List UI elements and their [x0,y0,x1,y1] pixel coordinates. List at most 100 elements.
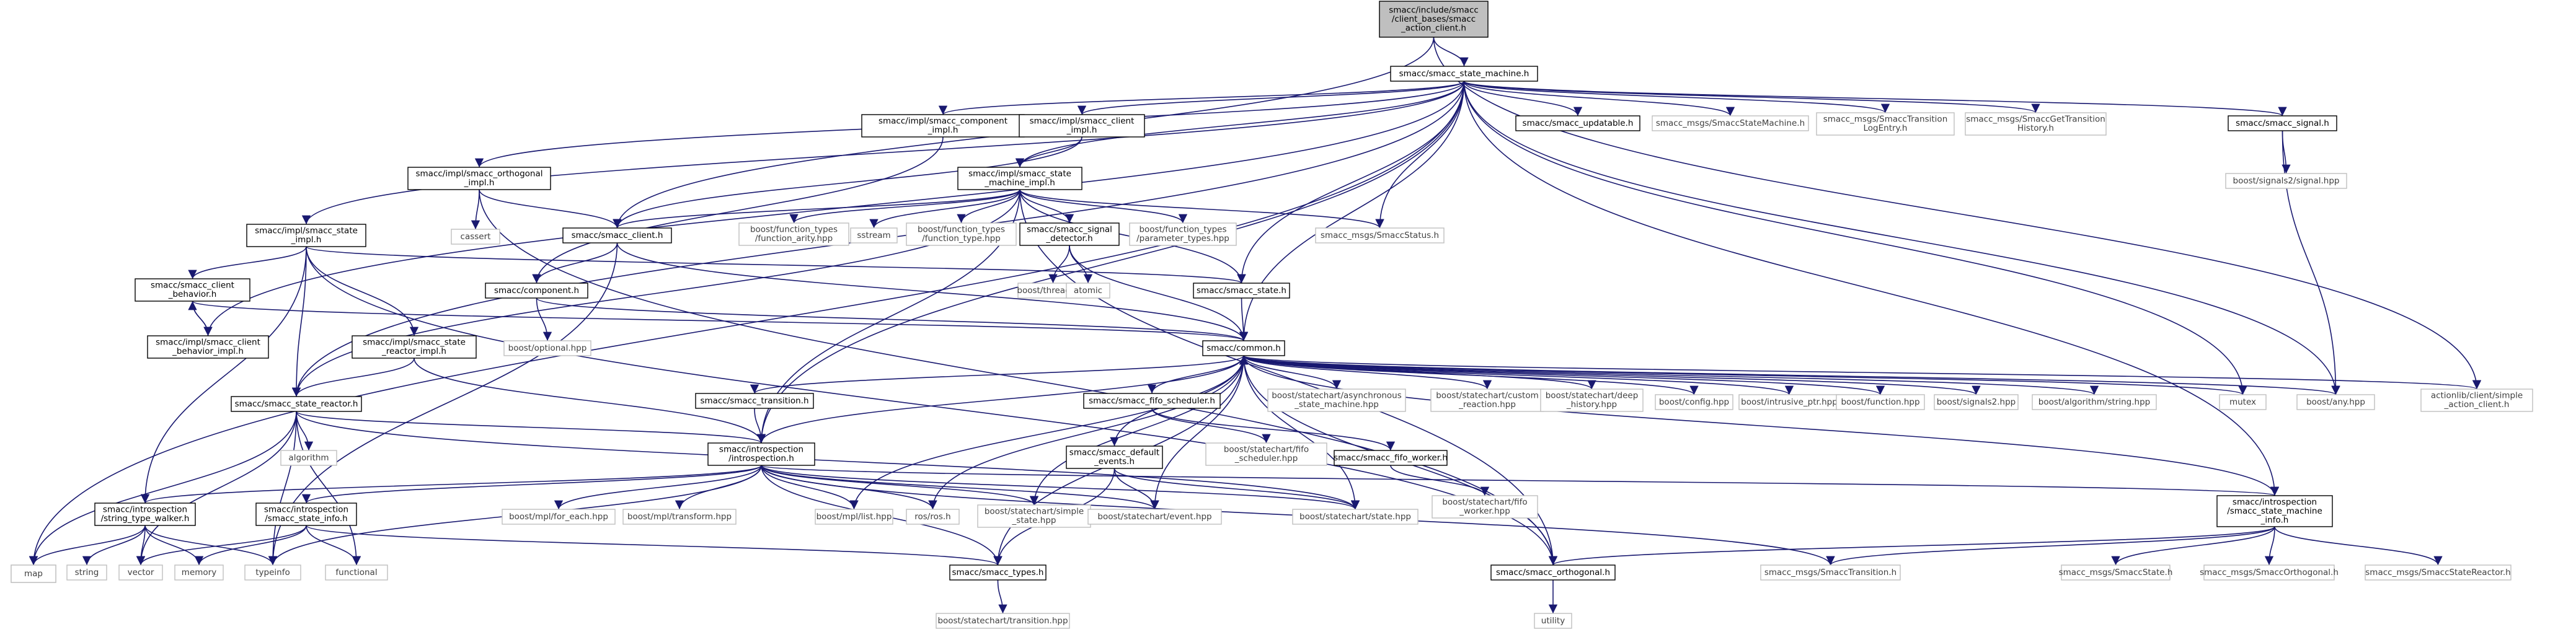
node-mutex: mutex [2219,394,2267,410]
edge-smacc_client-to-common [616,242,1249,341]
node-client-behavior-impl[interactable]: smacc/impl/smacc_client_behavior_impl.h [147,335,269,359]
node-string-type-walker[interactable]: smacc/introspection/string_type_walker.h [94,503,196,526]
node-state-impl[interactable]: smacc/impl/smacc_state_impl.h [246,224,366,247]
node-smacc-types[interactable]: smacc/smacc_types.h [949,564,1047,581]
node-box [1129,222,1237,246]
node-smacc-component[interactable]: smacc/component.h [485,283,588,299]
node-default-events[interactable]: smacc/smacc_default_events.h [1066,445,1163,469]
node-label-line: _state_machine.hpp [1294,400,1379,410]
node-label-line: smacc/impl/smacc_orthogonal [416,169,543,179]
node-box [94,503,196,526]
node-function: boost/function.hpp [1836,394,1925,410]
node-box [485,283,588,299]
node-label-line: smacc/smacc_signal.h [2236,118,2329,128]
node-box [977,504,1091,528]
node-config: boost/config.hpp [1655,394,1733,410]
node-introspection[interactable]: smacc/introspection/introspection.h [707,442,815,466]
node-common[interactable]: smacc/common.h [1202,340,1285,356]
node-box [1652,115,1809,131]
node-label-line: utility [1541,616,1565,626]
node-label-line: cassert [461,232,491,242]
node-client-behavior[interactable]: smacc/smacc_client_behavior.h [135,278,250,302]
node-smacc-updatable[interactable]: smacc/smacc_updatable.h [1515,115,1640,131]
node-label-line: _worker.hpp [1459,506,1510,516]
node-ft-parameter-types: boost/function_types/parameter_types.hpp [1129,222,1237,246]
node-sm-info[interactable]: smacc/introspection/smacc_state_machine_… [2216,495,2333,527]
node-state-info[interactable]: smacc/introspection/smacc_state_info.h [255,503,357,526]
node-box [1205,442,1327,466]
node-label-line: smacc/impl/smacc_state [255,226,358,236]
node-smacc-transition[interactable]: smacc/smacc_transition.h [695,393,814,409]
edge-state_impl-to-state_reactor [291,246,307,397]
edge-common-to-config [1243,355,1699,395]
edge-state_reactor-to-typeinfo [268,411,297,566]
edge-common-to-signals2 [1243,355,1981,395]
node-signal-detector[interactable]: smacc/smacc_signal_detector.h [1019,222,1120,246]
node-box [231,396,362,412]
node-smacc-client-impl[interactable]: smacc/impl/smacc_client_impl.h [1019,114,1145,138]
node-label-line: smacc_msgs/SmaccStatus.h [1321,230,1439,240]
node-box [2365,564,2512,581]
node-box [1019,114,1145,138]
node-smacc-client[interactable]: smacc/smacc_client.h [562,227,672,244]
node-label-line: /smacc_state_info.h [265,514,347,524]
node-sm-impl[interactable]: smacc/impl/smacc_state_machine_impl.h [957,167,1082,190]
node-smacc-state[interactable]: smacc/smacc_state.h [1193,283,1290,299]
edge-reactor_impl-to-introspection [414,358,766,444]
node-msg-status: smacc_msgs/SmaccStatus.h [1315,227,1445,244]
node-label-line: smacc/introspection [264,505,348,515]
node-label-line: boost/statechart/event.hpp [1097,512,1211,522]
node-label-line: _impl.h [464,178,495,188]
node-sc-deep-history: boost/statechart/deep_history.hpp [1540,388,1644,412]
edge-introspection-to-mpl_for_each [554,465,762,510]
node-smacc-signal[interactable]: smacc/smacc_signal.h [2228,115,2337,131]
node-label-line: History.h [2017,123,2054,133]
node-smacc-component-impl[interactable]: smacc/impl/smacc_component_impl.h [861,114,1025,138]
node-layer: smacc/include/smacc/client_bases/smacc_a… [11,1,2533,629]
edge-common-to-ros [928,355,1244,510]
edge-common-to-intrusive_ptr [1243,355,1794,395]
node-any: boost/any.hpp [2296,394,2375,410]
edge-state_machine_h-to-state_impl [302,81,1465,225]
node-label-line: smacc/include/smacc [1389,5,1479,15]
node-fifo-scheduler[interactable]: smacc/smacc_fifo_scheduler.h [1083,393,1221,409]
node-label-line: smacc_msgs/SmaccStateMachine.h [1656,118,1805,128]
edge-orthogonal_impl-to-smacc_client [479,189,622,229]
edge-state_impl-to-client_behavior [188,246,307,279]
node-label-line: boost/statechart/transition.hpp [937,616,1068,626]
node-box [1315,227,1445,244]
node-label-line: boost/optional.hpp [508,343,587,353]
edge-default_events-to-sc_state [1113,468,1360,510]
edge-layer [29,37,2482,614]
node-functional: functional [325,564,388,581]
edge-common-to-mpl_list [849,355,1244,510]
node-root[interactable]: smacc/include/smacc/client_bases/smacc_a… [1379,1,1489,38]
node-box [1390,66,1538,82]
node-reactor-impl[interactable]: smacc/impl/smacc_state_reactor_impl.h [352,335,477,359]
node-box [407,167,551,190]
node-box [1432,495,1538,519]
node-state-reactor[interactable]: smacc/smacc_state_reactor.h [231,396,362,412]
edge-smacc_component-to-optional [536,297,552,341]
edge-state_machine_h-to-client_behavior_impl [203,81,1465,336]
edge-state_reactor-to-introspection [296,411,766,444]
node-label-line: smacc/smacc_transition.h [700,396,808,406]
node-label-line: smacc_msgs/SmaccStateReactor.h [2365,568,2510,577]
edge-state_reactor-to-sc_state [296,411,1360,510]
node-label-line: boost/function_types [918,225,1005,235]
node-fifo-worker[interactable]: smacc/smacc_fifo_worker.h [1334,450,1448,466]
edge-state_reactor-to-vector [136,411,297,566]
edge-sm_info-to-smacc_orthogonal [1549,526,2275,566]
node-box [246,224,366,247]
node-label-line: _info.h [2260,515,2289,525]
node-smacc-orthogonal[interactable]: smacc/smacc_orthogonal.h [1490,564,1616,581]
edge-state_info-to-functional [306,525,361,566]
edge-state_machine_h-to-smacc_client_impl [1078,81,1465,115]
node-box [850,227,898,244]
node-state-machine-h[interactable]: smacc/smacc_state_machine.h [1390,66,1538,82]
node-utility: utility [1534,613,1572,629]
node-box [1267,388,1406,412]
node-orthogonal-impl[interactable]: smacc/impl/smacc_orthogonal_impl.h [407,167,551,190]
node-signals2-signal: boost/signals2/signal.hpp [2225,173,2347,189]
